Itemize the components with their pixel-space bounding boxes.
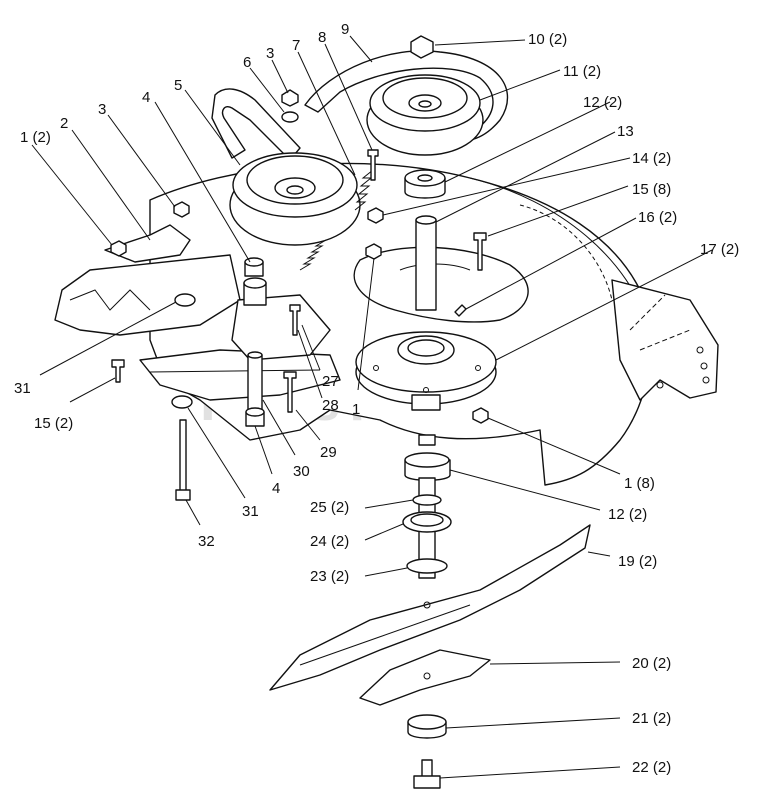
belt-guard: [211, 88, 301, 161]
callout-1-center: 1: [352, 401, 360, 418]
callout-23: 23 (2): [310, 568, 349, 585]
nut-14: [367, 207, 384, 224]
spindle-pulley: [366, 74, 484, 156]
bolt-8: [367, 149, 379, 181]
cup-24: [402, 511, 452, 533]
nut-10: [410, 35, 434, 59]
idler-bracket-2: [104, 224, 191, 263]
callout-9: 9: [341, 21, 349, 38]
spring-7: [354, 169, 374, 211]
callout-30: 30: [293, 463, 310, 480]
nut-3-top: [281, 89, 299, 107]
callout-2: 2: [60, 115, 68, 132]
washer-23: [406, 558, 448, 574]
callout-20: 20 (2): [632, 655, 671, 672]
spindle-shaft-13: [415, 215, 437, 311]
long-bolt-32: [175, 419, 191, 501]
callout-12-bottom: 12 (2): [608, 506, 647, 523]
callout-labels: 1 (2) 2 3 4 5 6 3 7 8 9 10 (2) 11 (2) 12…: [14, 21, 739, 776]
callout-1-2-left: 1 (2): [20, 129, 51, 146]
pivot-shaft-30: [247, 351, 263, 411]
callout-17: 17 (2): [700, 241, 739, 258]
callout-4-top: 4: [142, 89, 150, 106]
bolt-29: [283, 371, 297, 413]
leader-lines: [31, 35, 713, 779]
nut-3-left: [173, 201, 190, 218]
spacer-12-top: [404, 169, 446, 199]
callout-25: 25 (2): [310, 499, 349, 516]
idler-arm-27: [231, 294, 331, 361]
washer-31-left: [174, 293, 196, 307]
callout-21: 21 (2): [632, 710, 671, 727]
callout-13: 13: [617, 123, 634, 140]
spindle-housing-17: [355, 331, 497, 411]
washer-31-bottom: [171, 395, 193, 409]
washer-21: [407, 714, 447, 739]
washer-6: [281, 111, 299, 123]
callout-14: 14 (2): [632, 150, 671, 167]
callout-15-2: 15 (2): [34, 415, 73, 432]
callout-1-8: 1 (8): [624, 475, 655, 492]
blade-20: [359, 649, 491, 706]
callout-3-left: 3: [98, 101, 106, 118]
callout-31-left: 31: [14, 380, 31, 397]
callout-19: 19 (2): [618, 553, 657, 570]
bolt-15-right: [473, 232, 487, 271]
callout-28: 28: [322, 397, 339, 414]
pivot-tube: [243, 277, 267, 306]
callout-27: 27: [322, 373, 339, 390]
callout-24: 24 (2): [310, 533, 349, 550]
drive-belt: [304, 50, 509, 141]
nut-1-right: [472, 407, 489, 424]
callout-3-top: 3: [266, 45, 274, 62]
callout-8: 8: [318, 29, 326, 46]
spindle-lower-shaft: [404, 434, 451, 579]
bolt-28: [289, 304, 301, 336]
bushing-4-top: [244, 257, 264, 277]
spring-lower: [299, 239, 327, 271]
nut-1-center: [365, 243, 382, 260]
callout-22: 22 (2): [632, 759, 671, 776]
bushing-4-bottom: [245, 407, 265, 427]
mower-deck-housing: [54, 162, 719, 486]
callout-7: 7: [292, 37, 300, 54]
bolt-15-left: [111, 359, 125, 383]
callout-11: 11 (2): [563, 63, 601, 80]
callout-16: 16 (2): [638, 209, 677, 226]
blade-19: [269, 524, 591, 691]
callout-12-top: 12 (2): [583, 94, 622, 111]
callout-32: 32: [198, 533, 215, 550]
callout-6: 6: [243, 54, 251, 71]
callout-31-bottom: 31: [242, 503, 259, 520]
bolt-22: [413, 759, 441, 789]
callout-5: 5: [174, 77, 182, 94]
spacer-25: [412, 494, 442, 506]
callout-15-8: 15 (8): [632, 181, 671, 198]
idler-pulley: [229, 152, 361, 246]
nut-1-left: [110, 240, 127, 257]
callout-29: 29: [320, 444, 337, 461]
callout-4-bottom: 4: [272, 480, 280, 497]
callout-10: 10 (2): [528, 31, 567, 48]
